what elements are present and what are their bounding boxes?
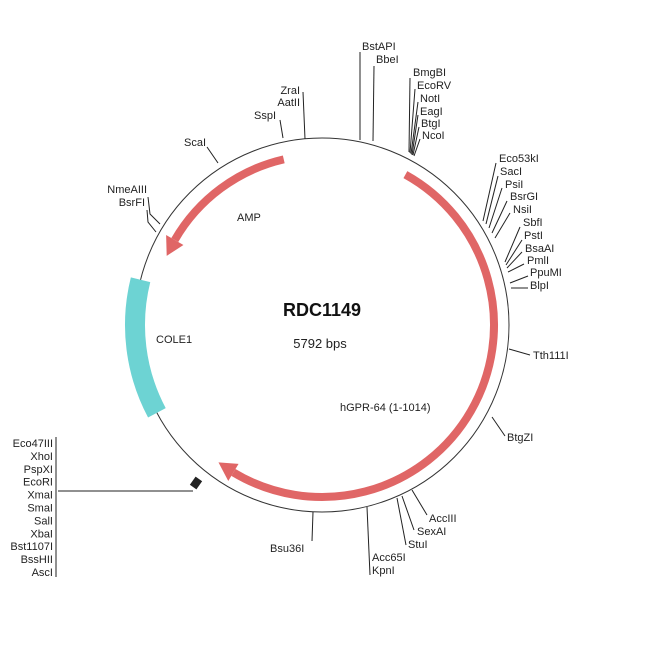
- backbone-circle: [134, 137, 510, 513]
- site-label[interactable]: SbfI: [523, 217, 543, 229]
- site-label[interactable]: BtgI: [421, 118, 441, 130]
- mcs-marker: [189, 476, 203, 490]
- site-label[interactable]: Eco47III: [13, 438, 53, 450]
- site-label[interactable]: NsiI: [513, 204, 532, 216]
- site-group-top: BstAPI BbeI BmgBI EcoRV NotI EagI BtgI N…: [359, 41, 452, 157]
- site-label[interactable]: BsrGI: [510, 191, 538, 203]
- site-label[interactable]: Bst1107I: [10, 541, 53, 553]
- site-label[interactable]: PspXI: [24, 464, 53, 476]
- site-label[interactable]: EagI: [420, 106, 443, 118]
- site-group-mcs: Eco47IIIXhoIPspXIEcoRIXmaISmaISalIXbaIBs…: [10, 438, 53, 579]
- site-label-btgzi[interactable]: BtgZI: [507, 432, 533, 444]
- site-label-sspi[interactable]: SspI: [254, 110, 276, 122]
- site-label[interactable]: SexAI: [417, 526, 446, 538]
- site-label[interactable]: BbeI: [376, 54, 399, 66]
- site-label[interactable]: BssHII: [21, 554, 53, 566]
- site-label[interactable]: EcoRI: [23, 477, 53, 489]
- site-label-bsu36i[interactable]: Bsu36I: [270, 543, 304, 555]
- site-label[interactable]: SmaI: [27, 503, 53, 515]
- site-label[interactable]: Acc65I: [372, 552, 406, 564]
- site-label[interactable]: NotI: [420, 93, 440, 105]
- site-label[interactable]: Eco53kI: [499, 153, 539, 165]
- site-label[interactable]: KpnI: [372, 565, 395, 577]
- site-label-scai[interactable]: ScaI: [184, 137, 206, 149]
- feature-label-gpr64: hGPR-64 (1-1014): [340, 402, 431, 414]
- site-label[interactable]: StuI: [408, 539, 428, 551]
- site-label[interactable]: XmaI: [27, 490, 53, 502]
- feature-label-cole1: COLE1: [156, 334, 192, 346]
- site-label[interactable]: PmlI: [527, 255, 549, 267]
- site-label[interactable]: BmgBI: [413, 67, 446, 79]
- feature-amp-arrowhead: [166, 235, 184, 256]
- plasmid-name: RDC1149: [283, 300, 361, 320]
- feature-gpr64-arc[interactable]: [231, 171, 498, 501]
- site-label[interactable]: BsaAI: [525, 243, 554, 255]
- site-label[interactable]: AccIII: [429, 513, 457, 525]
- site-group-bottom-right: AccIII SexAI StuI: [396, 489, 457, 551]
- site-label[interactable]: ZraI: [280, 85, 300, 97]
- site-label[interactable]: PstI: [524, 230, 543, 242]
- site-label[interactable]: EcoRV: [417, 80, 452, 92]
- site-label-tth111i[interactable]: Tth111I: [533, 350, 569, 362]
- feature-amp-arc[interactable]: [171, 155, 285, 243]
- site-label[interactable]: AatII: [277, 97, 300, 109]
- site-label[interactable]: PsiI: [505, 179, 523, 191]
- site-label[interactable]: PpuMI: [530, 267, 562, 279]
- feature-gpr64-arrowhead: [218, 462, 239, 482]
- site-label[interactable]: BlpI: [530, 280, 549, 292]
- site-label[interactable]: XbaI: [30, 528, 53, 540]
- site-label[interactable]: NmeAIII: [107, 184, 147, 196]
- site-label[interactable]: SalI: [34, 515, 53, 527]
- site-label[interactable]: BsrFI: [119, 197, 145, 209]
- site-label[interactable]: BstAPI: [362, 41, 396, 53]
- site-label[interactable]: SacI: [500, 166, 522, 178]
- feature-label-amp: AMP: [237, 212, 261, 224]
- plasmid-size: 5792 bps: [293, 336, 347, 351]
- site-label[interactable]: NcoI: [422, 130, 445, 142]
- site-label[interactable]: AscI: [32, 567, 53, 579]
- site-group-right: Eco53kI SacI PsiI BsrGI NsiI SbfI PstI B…: [482, 153, 562, 292]
- feature-cole1-block[interactable]: [125, 277, 166, 418]
- site-label[interactable]: XhoI: [30, 451, 53, 463]
